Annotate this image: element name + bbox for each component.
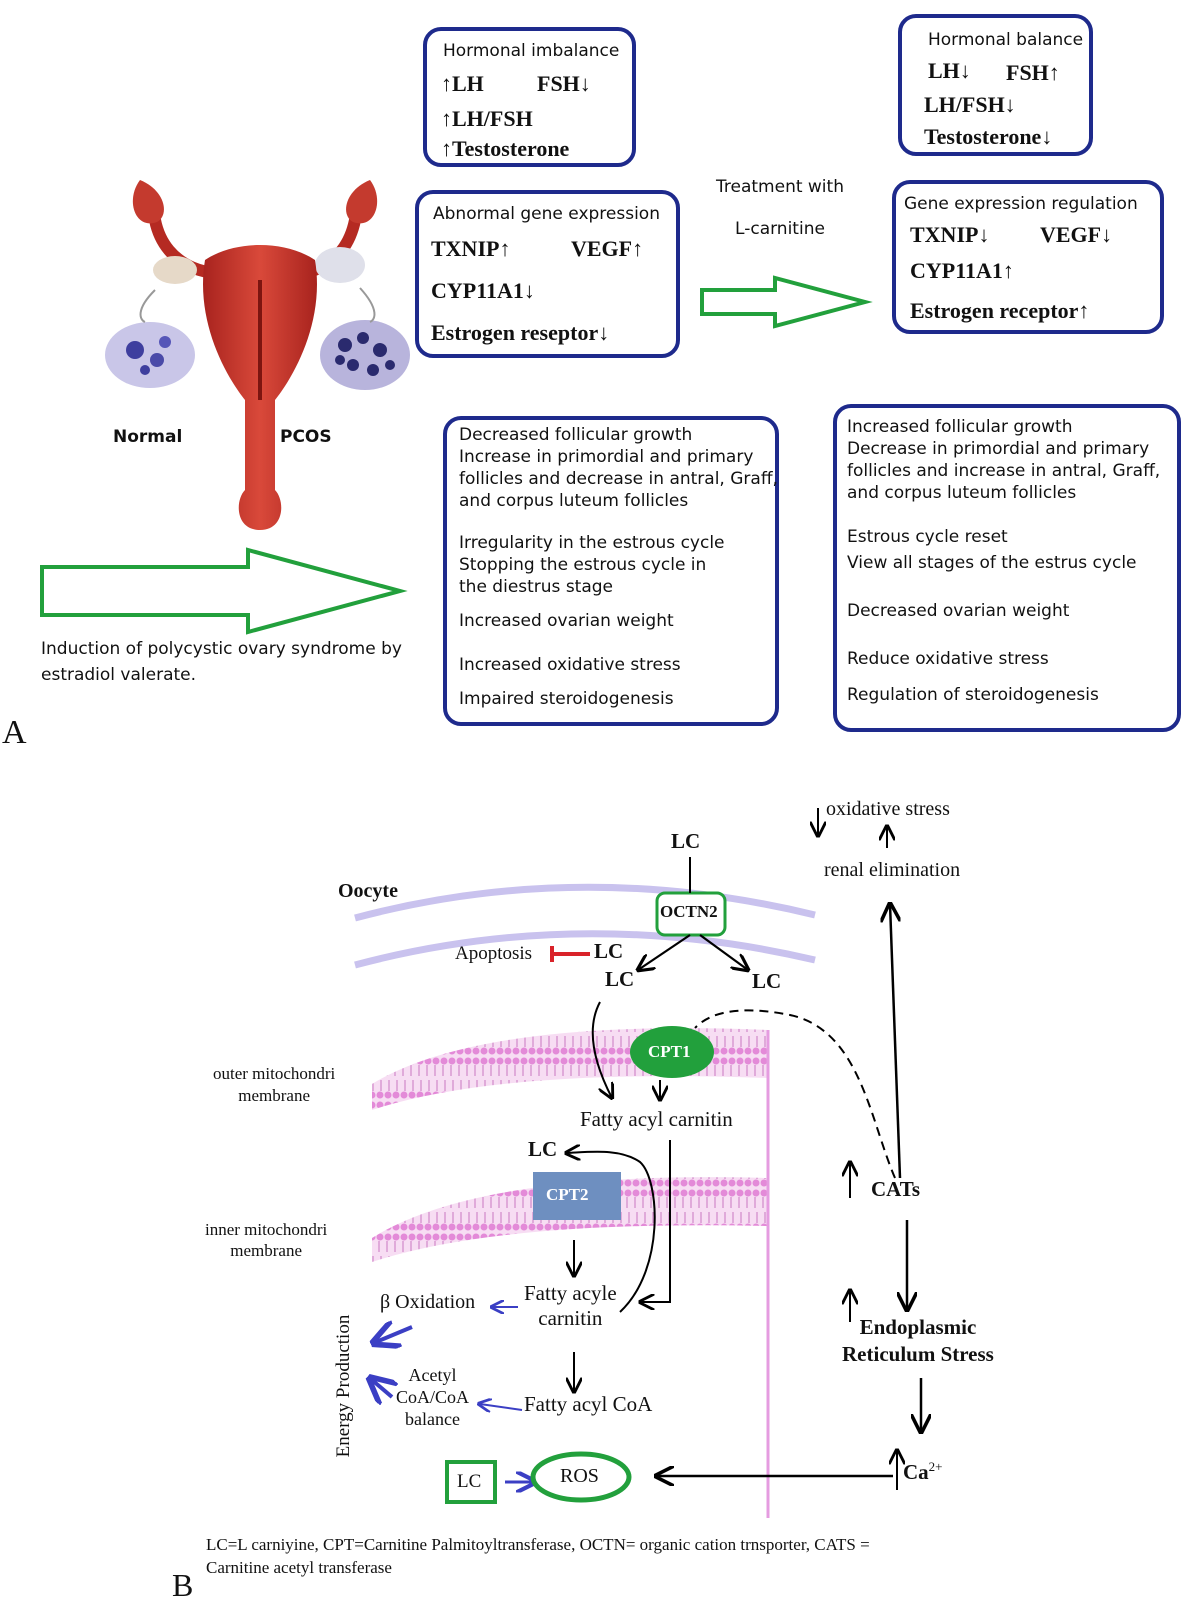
- inner-membrane-label: inner mitochondri membrane: [205, 1220, 328, 1260]
- testosterone-up: ↑Testosterone: [441, 136, 570, 161]
- pcos-label: PCOS: [280, 427, 332, 447]
- gene-regulation-box: Gene expression regulation TXNIP↓ VEGF↓ …: [892, 180, 1164, 334]
- box-title: Abnormal gene expression: [433, 204, 660, 224]
- fatty-acyl-coa: Fatty acyl CoA: [524, 1392, 653, 1416]
- lc-left: LC: [605, 967, 635, 991]
- lc-apoptosis: LC: [594, 939, 624, 963]
- ros-label: ROS: [560, 1465, 599, 1487]
- treatment-effects-box: Increased follicular growth Decrease in …: [833, 404, 1181, 732]
- pcos-effects-text: Decreased follicular growth Increase in …: [459, 425, 778, 709]
- fatty-acyl-carnitin: Fatty acyl carnitin: [580, 1107, 733, 1131]
- lh-fsh-up: ↑LH/FSH: [441, 106, 533, 131]
- txnip-up: TXNIP↑: [431, 236, 511, 261]
- pcos-effects-box: Decreased follicular growth Increase in …: [443, 416, 779, 726]
- lh-down: LH↓: [928, 58, 971, 83]
- octn2-label: OCTN2: [660, 902, 718, 921]
- txnip-down: TXNIP↓: [910, 222, 990, 247]
- oocyte-band-outer: [354, 883, 816, 922]
- lh-up: ↑LH: [441, 71, 484, 96]
- hormonal-balance-box: Hormonal balance LH↓ FSH↑ LH/FSH↓ Testos…: [898, 14, 1093, 156]
- cpt2-label: CPT2: [546, 1185, 589, 1204]
- cpt1-ellipse: [630, 1026, 714, 1078]
- treatment-arrow-icon: [700, 275, 873, 329]
- vegf-up: VEGF↑: [571, 236, 644, 261]
- renal-elimination: renal elimination: [824, 859, 961, 881]
- oxidative-stress: oxidative stress: [826, 798, 950, 820]
- hormonal-imbalance-box: Hormonal imbalance ↑LH FSH↓ ↑LH/FSH ↑Tes…: [423, 27, 636, 167]
- box-title: Hormonal imbalance: [443, 41, 620, 61]
- cpt1-label: CPT1: [648, 1042, 691, 1061]
- outer-membrane-label: outer mitochondri membrane: [213, 1064, 336, 1105]
- box-title: Gene expression regulation: [904, 194, 1138, 214]
- oocyte-label: Oocyte: [338, 880, 398, 902]
- vegf-down: VEGF↓: [1040, 222, 1113, 247]
- ros-ellipse: [530, 1451, 632, 1503]
- oocyte-band-inner: [354, 930, 816, 969]
- fsh-up: FSH↑: [1006, 60, 1060, 85]
- lc-box-label: LC: [457, 1471, 482, 1492]
- uterus-illustration: [105, 180, 410, 530]
- panel-a-letter: A: [2, 714, 27, 751]
- panel-b-letter: B: [172, 1567, 194, 1603]
- lc-top: LC: [671, 829, 701, 853]
- fatty-acyle-carnitin: Fatty acyle carnitin: [524, 1281, 617, 1330]
- panel-a-arrows: [40, 275, 873, 635]
- lh-fsh-down: LH/FSH↓: [924, 92, 1016, 117]
- cyp11a1-down: CYP11A1↓: [431, 278, 535, 303]
- lc-right: LC: [752, 969, 782, 993]
- cats-label: CATs: [871, 1177, 921, 1201]
- cyp11a1-up: CYP11A1↑: [910, 258, 1014, 283]
- box-title: Hormonal balance: [928, 30, 1084, 50]
- treatment-text: Treatment with L-carnitine: [716, 177, 844, 239]
- lc-box: [445, 1460, 497, 1504]
- legend-text: LC=L carniyine, CPT=Carnitine Palmitoylt…: [206, 1535, 870, 1577]
- induction-arrow-icon: [40, 547, 408, 635]
- estrogen-up: Estrogen receptor↑: [910, 298, 1090, 323]
- lc-return: LC: [528, 1137, 558, 1161]
- calcium-label: Ca2+: [903, 1459, 943, 1484]
- cpt2-box: [533, 1172, 621, 1220]
- treatment-effects-text: Increased follicular growth Decrease in …: [847, 417, 1161, 705]
- normal-label: Normal: [113, 427, 183, 447]
- testosterone-down: Testosterone↓: [924, 124, 1053, 149]
- abnormal-gene-box: Abnormal gene expression TXNIP↑ VEGF↑ CY…: [415, 190, 680, 358]
- apoptosis-label: Apoptosis: [455, 943, 533, 964]
- energy-production: Energy Production: [333, 1314, 354, 1458]
- fsh-down: FSH↓: [537, 71, 591, 96]
- acetyl-coa: Acetyl CoA/CoA balance: [396, 1365, 470, 1429]
- induction-text: Induction of polycystic ovary syndrome b…: [41, 639, 402, 685]
- estrogen-down: Estrogen reseptor↓: [431, 320, 610, 345]
- beta-oxidation: β Oxidation: [380, 1291, 476, 1313]
- er-stress: Endoplasmic Reticulum Stress: [842, 1315, 994, 1366]
